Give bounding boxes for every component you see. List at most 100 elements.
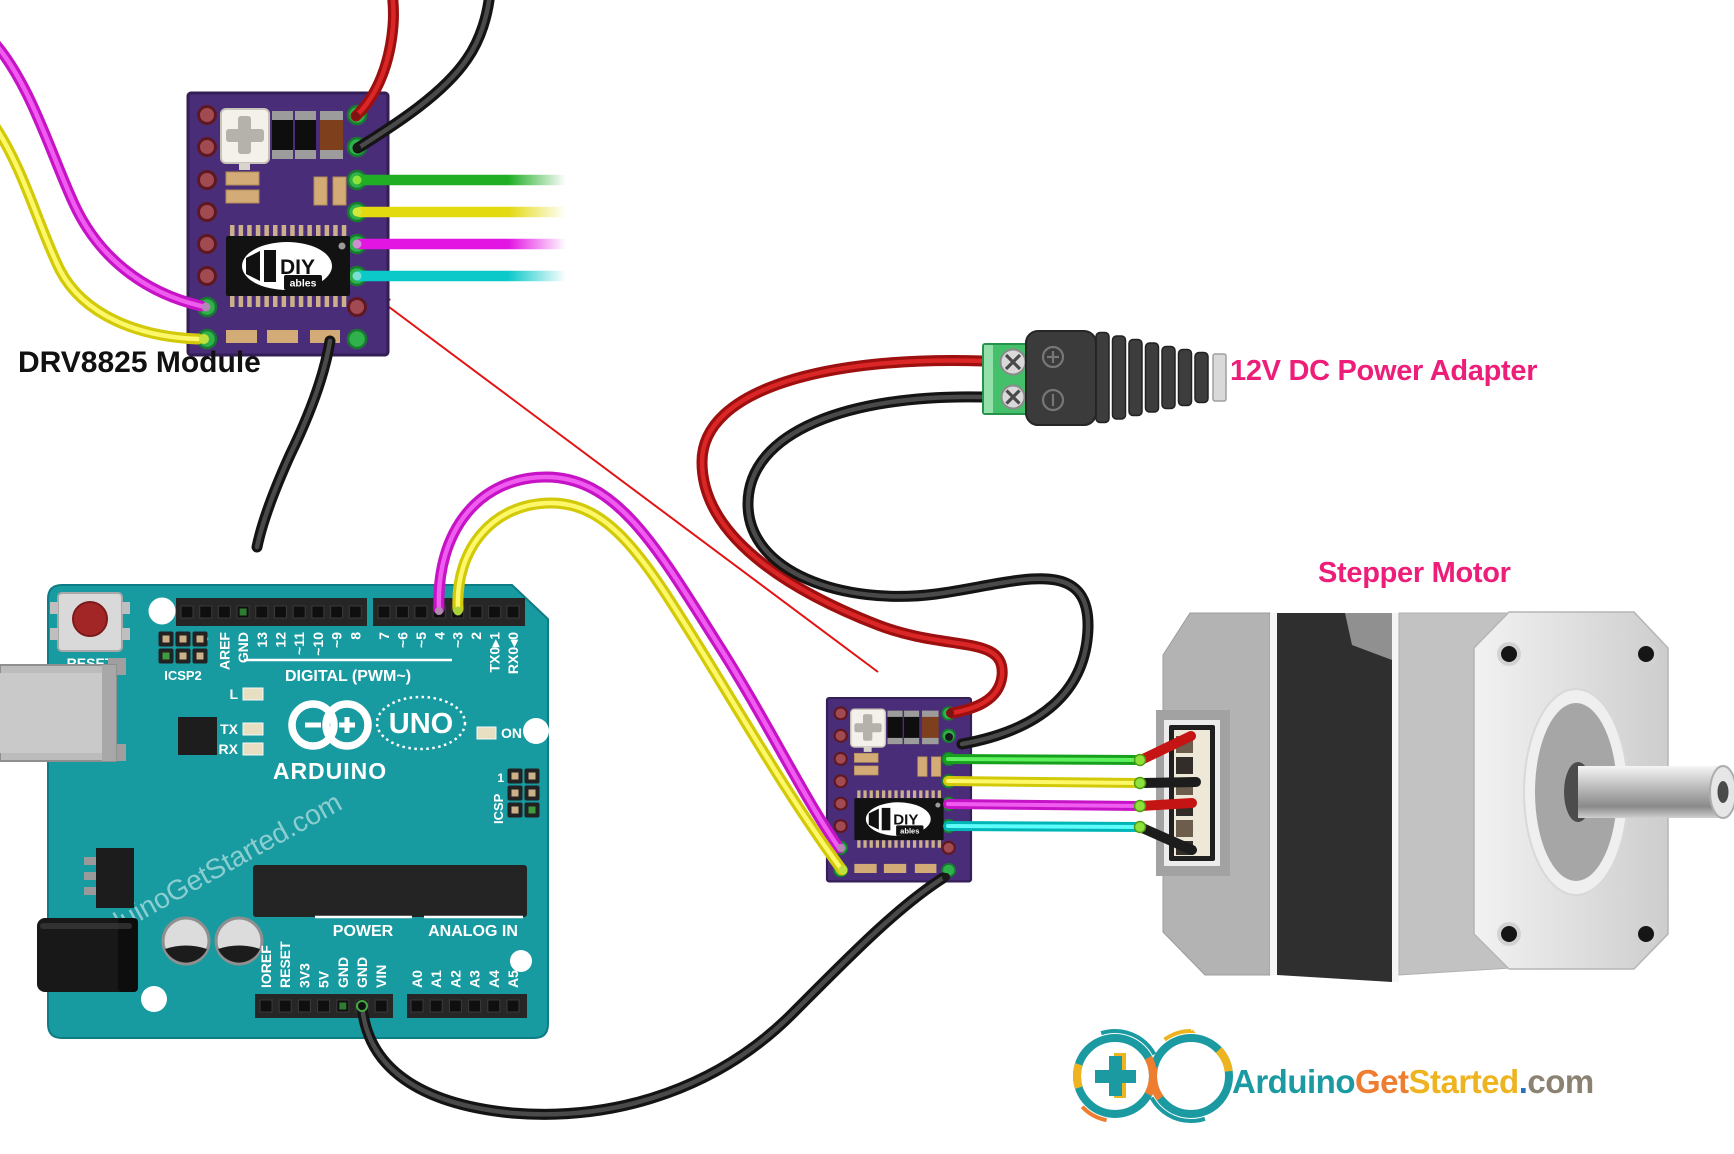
magenta-wire-input: [0, 40, 207, 312]
large-module-wires: [0, 0, 572, 553]
led-on: [476, 726, 497, 740]
led-rx: [242, 742, 264, 756]
logo-arduino: Arduino: [1232, 1063, 1355, 1100]
svg-text:3V3: 3V3: [296, 963, 312, 988]
barrel-jack: [37, 918, 138, 992]
motor-shaft: [1578, 765, 1734, 819]
terminal-screw-bottom: [1000, 384, 1026, 410]
svg-text:VIN: VIN: [373, 965, 389, 988]
arduinogetstarted-logo-icon: [1068, 1029, 1238, 1123]
drv8825-module-large: [188, 93, 388, 355]
svg-text:~11: ~11: [291, 632, 307, 655]
analog-pin-labels: A0 A1 A2 A3 A4 A5: [409, 970, 521, 988]
motor-lead-black-2: [1135, 822, 1197, 855]
svg-text:4: 4: [431, 632, 447, 640]
adapter-wires: [696, 355, 1094, 750]
voltage-regulator: [84, 848, 134, 908]
arduino-infinity-icon: [288, 700, 372, 750]
svg-text:A2: A2: [447, 970, 463, 988]
svg-text:GND: GND: [335, 957, 351, 988]
yellow-wire-input: [0, 124, 204, 345]
svg-text:RX0◂0: RX0◂0: [505, 632, 521, 674]
arduino-wires: [356, 471, 949, 1120]
arduinogetstarted-logo-text: ArduinoGetStarted.com: [1232, 1063, 1594, 1101]
logo-plus-icon: [1095, 1053, 1136, 1098]
svg-text:A5: A5: [505, 970, 521, 988]
svg-text:A3: A3: [467, 970, 483, 988]
black-wire-power: [742, 391, 1094, 750]
svg-text:~5: ~5: [413, 632, 429, 648]
usb-interface-chip: [178, 717, 217, 755]
plug-ribs: [1095, 331, 1209, 424]
uno-label: UNO: [389, 708, 453, 740]
led-tx: [242, 722, 264, 736]
icsp2-header: [158, 631, 208, 664]
motor-lead-red-1: [1138, 731, 1196, 764]
svg-text:13: 13: [254, 632, 270, 648]
plug-tip: [1212, 353, 1227, 402]
motor-lead-black-1: [1135, 777, 1201, 788]
svg-text:GND: GND: [235, 632, 251, 663]
barrel-plug: [1025, 330, 1227, 426]
uno-badge: UNO: [375, 695, 467, 751]
svg-text:A0: A0: [409, 970, 425, 988]
stepper-motor: [1156, 611, 1734, 982]
analog-caption: ANALOG IN: [428, 923, 518, 940]
reset-button: [50, 592, 130, 652]
svg-text:A4: A4: [486, 970, 502, 988]
svg-text:~6: ~6: [394, 632, 410, 648]
led-on-label: ON: [501, 725, 522, 741]
usb-connector: [0, 658, 126, 762]
motor-connector: [1156, 710, 1230, 876]
svg-text:GND: GND: [354, 957, 370, 988]
arduino-brand: ARDUINO: [273, 758, 387, 784]
motor-lead-red-2: [1136, 798, 1197, 811]
power-pin-labels: IOREF RESET 3V3 5V GND GND VIN: [258, 941, 389, 988]
power-caption: POWER: [333, 923, 394, 940]
logo-get: Get: [1354, 1063, 1409, 1100]
icsp-pin1-label: 1: [497, 771, 504, 785]
arduino-wire-tips: [356, 606, 950, 1012]
large-module-wire-tips: [199, 112, 362, 344]
digital-pin-labels: AREF GND 13 12 ~11 ~10 ~9 8 7 ~6 ~5 4 ~3…: [216, 632, 521, 674]
svg-text:~3: ~3: [450, 632, 466, 648]
svg-text:~10: ~10: [310, 632, 326, 656]
motor-screw-holes: [1497, 642, 1658, 946]
led-rx-label: RX: [219, 741, 239, 757]
mcu-chip: [253, 865, 527, 917]
svg-text:2: 2: [468, 632, 484, 640]
digital-header: [176, 598, 525, 642]
power-adapter-label: 12V DC Power Adapter: [1230, 355, 1538, 387]
svg-text:~9: ~9: [329, 632, 345, 648]
svg-text:A1: A1: [428, 970, 444, 988]
terminal-block: [982, 343, 1032, 415]
drv8825-module-small: [827, 698, 971, 881]
dc-power-adapter: [696, 330, 1227, 750]
wire-ferrules: [1133, 753, 1147, 834]
svg-text:7: 7: [376, 632, 392, 640]
svg-text:5V: 5V: [316, 970, 332, 988]
terminal-screw-top: [999, 348, 1027, 376]
svg-text:RESET: RESET: [277, 941, 293, 988]
icsp2-label: ICSP2: [164, 668, 202, 683]
led-l: [242, 687, 264, 701]
plus-symbol-icon: [1041, 345, 1065, 369]
driver-to-motor-wires: [943, 731, 1201, 855]
stepper-motor-label: Stepper Motor: [1318, 557, 1511, 589]
drv8825-module-label: DRV8825 Module: [18, 346, 261, 379]
arduino-board: RESET AREF GND 13 12: [37, 584, 549, 1039]
logo-started: Started: [1408, 1063, 1520, 1100]
svg-text:IOREF: IOREF: [258, 945, 274, 988]
svg-text:8: 8: [347, 632, 363, 640]
icsp-label: ICSP: [491, 793, 506, 824]
logo-dot: .: [1518, 1063, 1528, 1100]
power-header: [255, 994, 393, 1018]
analog-header: [407, 994, 527, 1018]
digital-caption: DIGITAL (PWM~): [285, 668, 411, 685]
led-l-label: L: [229, 686, 238, 702]
electrolytic-capacitors: [161, 916, 264, 966]
icsp-header: [507, 768, 540, 818]
logo-com: com: [1527, 1063, 1594, 1100]
minus-symbol-icon: [1041, 388, 1065, 412]
